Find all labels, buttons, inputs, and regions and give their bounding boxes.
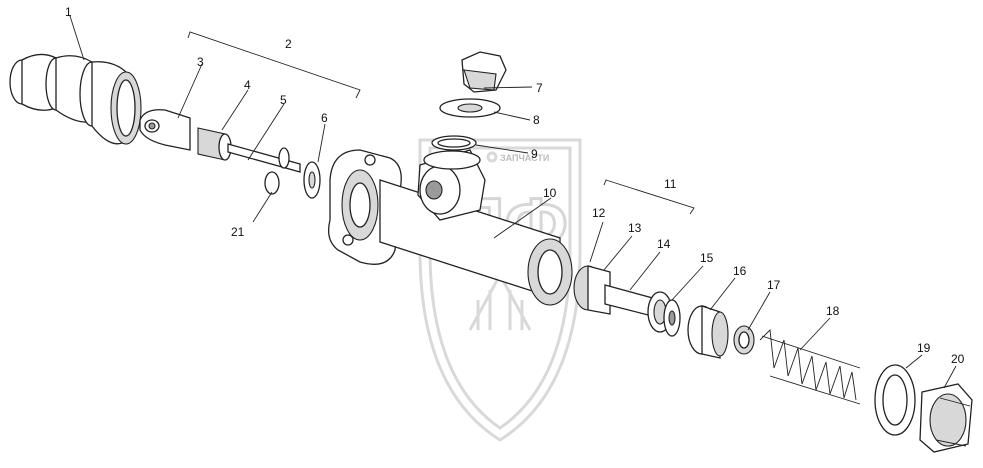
callout-12: 12 [592,206,606,220]
callout-19: 19 [917,341,931,355]
callout-17: 17 [767,278,781,292]
callout-6: 6 [321,111,328,125]
bracket-2 [187,31,361,99]
part-18-spring [759,329,861,405]
watermark-brand: ЗАПЧАСТИ [486,151,549,163]
part-7-filler-cap [461,51,507,93]
part-19-washer [874,364,916,436]
callout-18: 18 [826,304,840,318]
callout-13: 13 [628,221,642,235]
callout-1: 1 [65,5,72,19]
bracket-11 [603,179,695,215]
part-21-retaining-ring [264,147,290,195]
part-1-rubber-boot [9,53,142,145]
part-16-sleeve [687,305,729,359]
callout-16: 16 [733,264,747,278]
callout-20: 20 [951,352,965,366]
part-4-lock-nut [197,127,232,161]
callout-5: 5 [280,93,287,107]
part-9-seal-ring [431,135,477,151]
part-14-piston [604,284,673,333]
callout-2: 2 [285,37,292,51]
watermark-brand-text: ЗАПЧАСТИ [500,153,549,163]
callout-14: 14 [657,237,671,251]
part-17-spring-seat [733,325,755,355]
part-8-gasket [439,98,501,118]
callout-8: 8 [533,113,540,127]
part-6-washer [303,161,321,199]
callout-11: 11 [664,177,677,191]
callout-10: 10 [543,186,557,200]
part-20-plug [919,383,973,453]
leader-lines [69,15,957,389]
callout-3: 3 [197,55,204,69]
callout-21: 21 [231,225,245,239]
callout-4: 4 [244,78,251,92]
part-3-clevis [139,109,191,151]
cylinder-body [327,149,573,306]
callout-7: 7 [536,81,543,95]
callout-15: 15 [700,251,714,265]
callout-9: 9 [531,147,538,161]
part-15-seal [663,299,681,337]
callout-labels: 1 2 3 4 5 6 7 8 9 10 11 12 13 14 15 16 1… [65,5,965,366]
